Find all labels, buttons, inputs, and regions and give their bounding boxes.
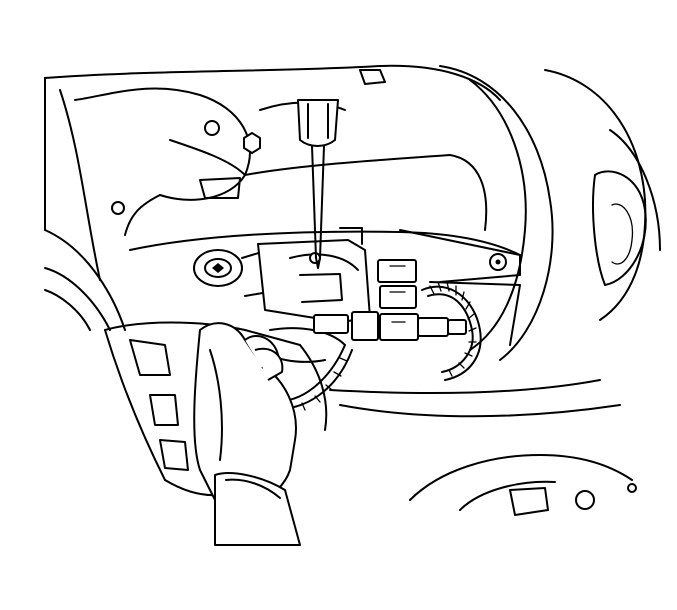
gloved-hand — [193, 322, 301, 546]
steering-column-shroud — [104, 321, 328, 497]
steering-wheel-rim — [44, 267, 111, 331]
lower-dash-panel — [409, 454, 637, 516]
instrument-panel-opening — [44, 64, 621, 418]
dash-carrier-bracket — [74, 69, 521, 346]
gauge-cluster-ring — [544, 69, 661, 321]
screwdriver — [297, 99, 339, 269]
electrical-connectors — [313, 259, 467, 341]
